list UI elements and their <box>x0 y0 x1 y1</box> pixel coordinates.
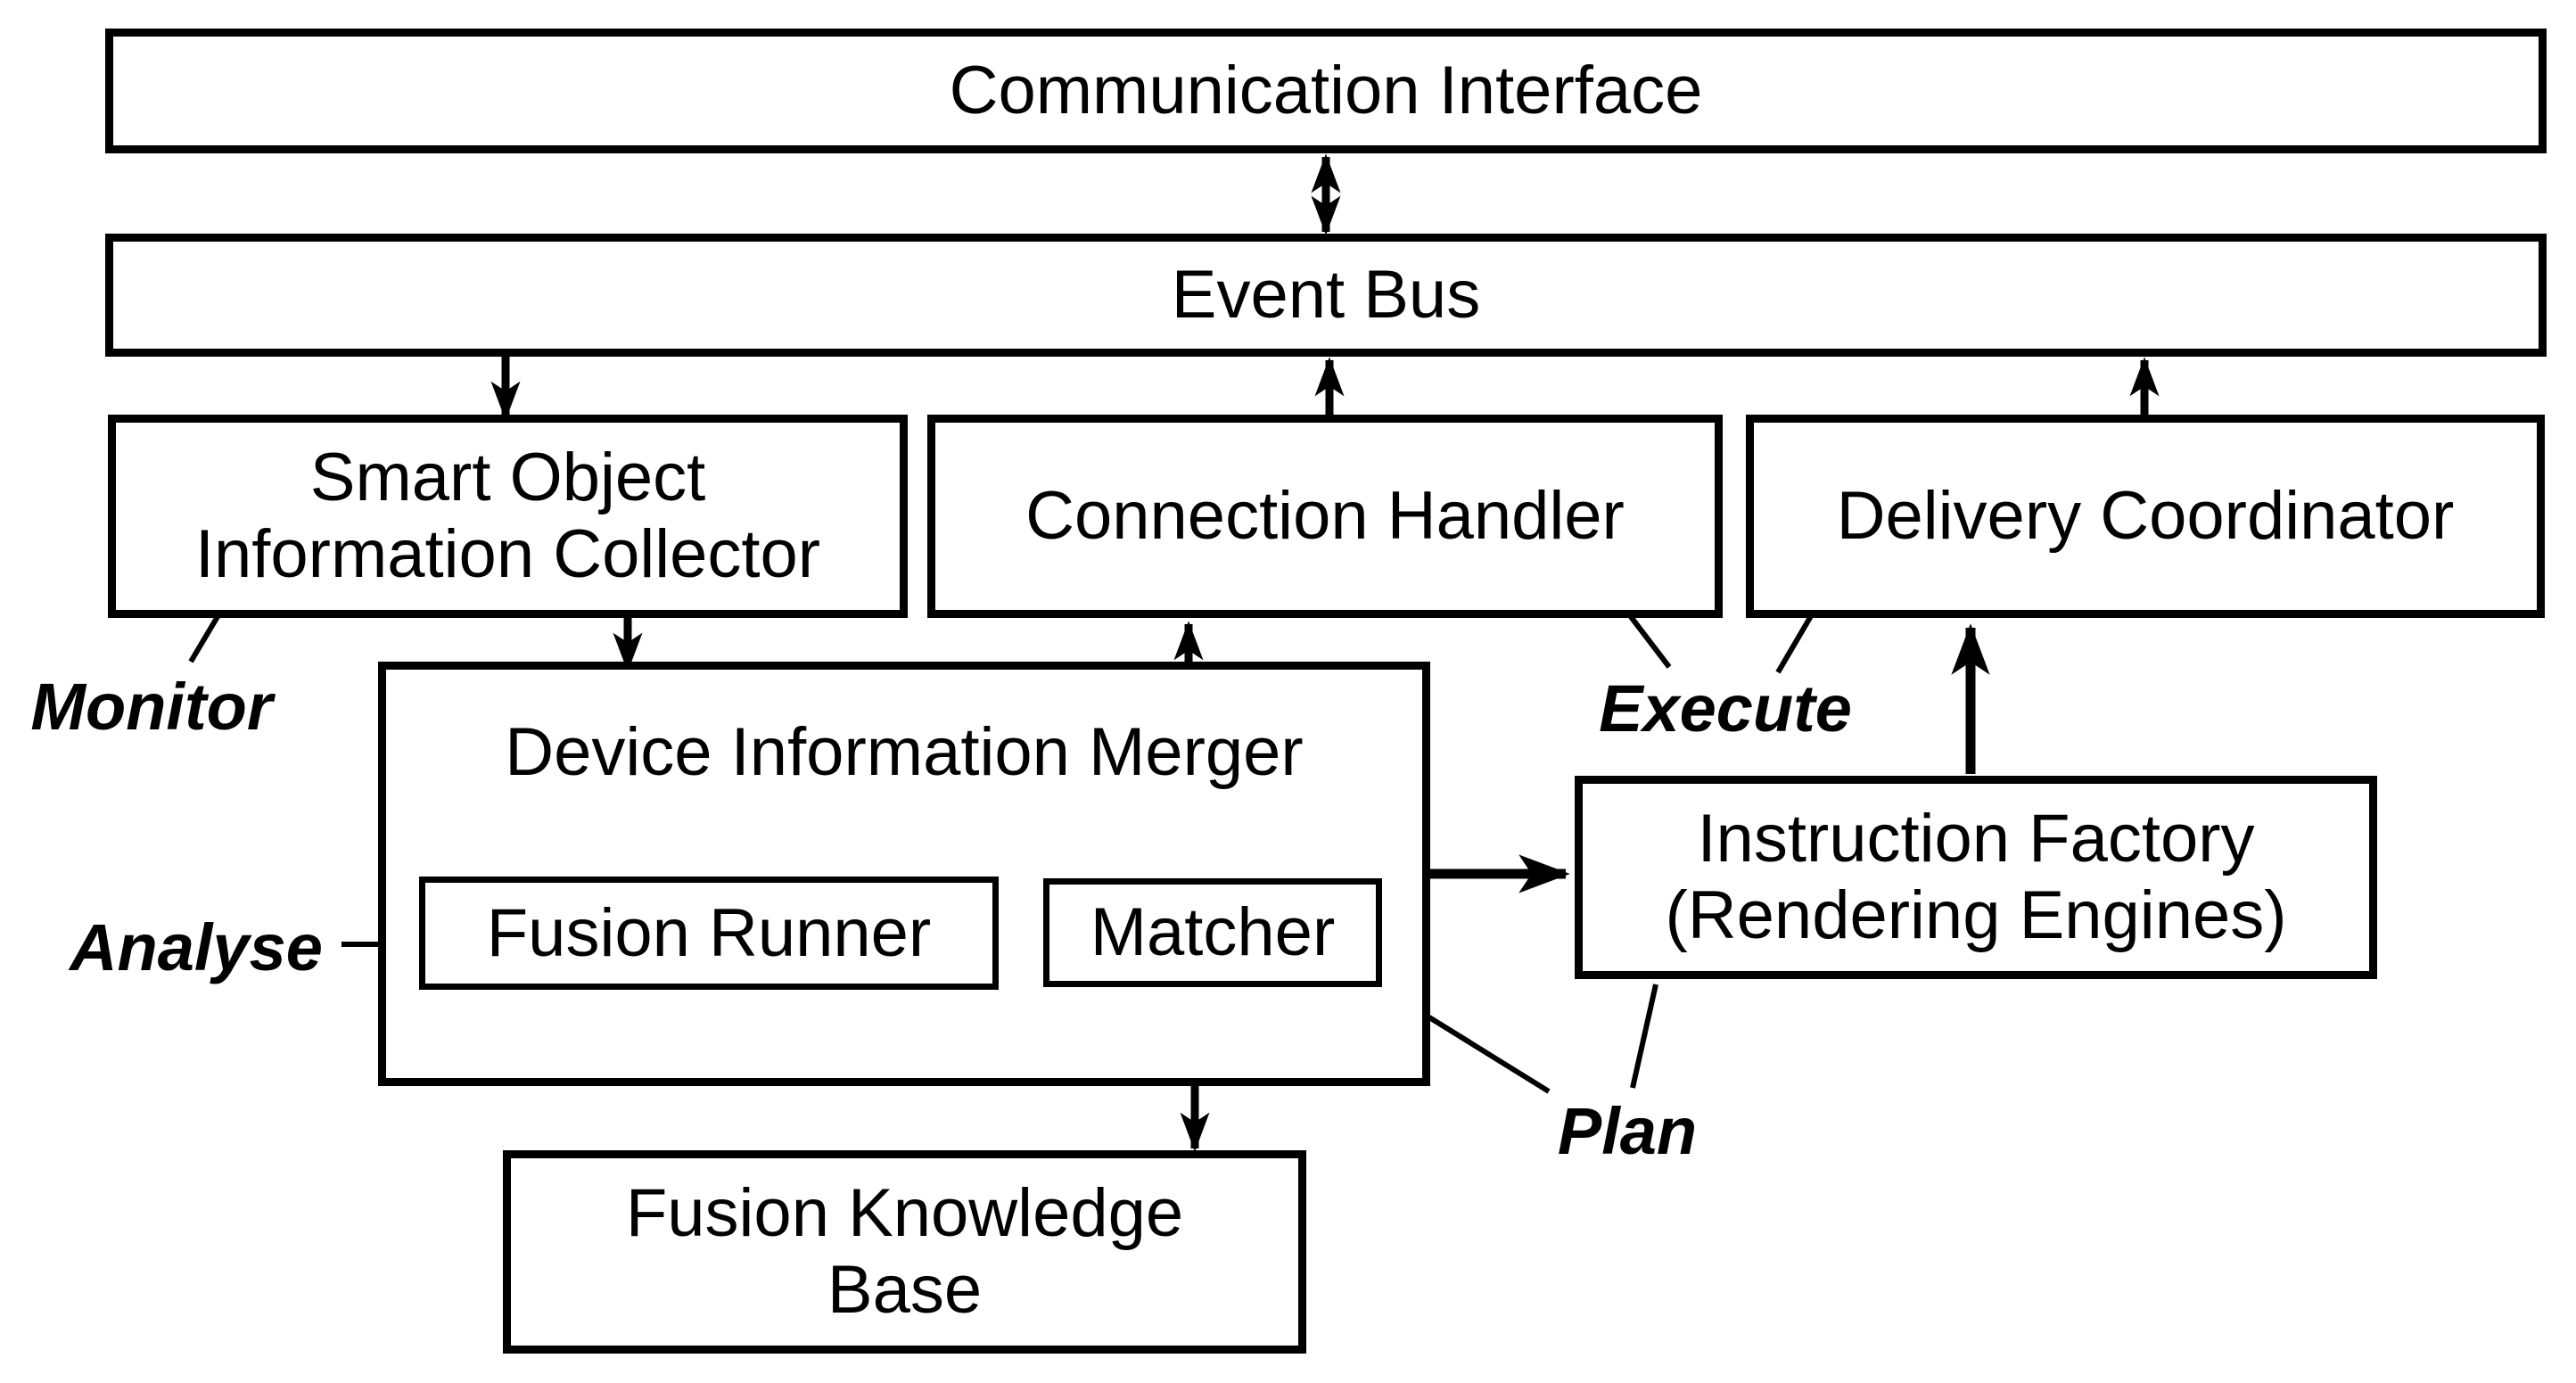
phase-label-execute: Execute <box>1599 671 1852 745</box>
node-label-line: Fusion Knowledge <box>625 1175 1184 1252</box>
node-smart-object-information-collector: Smart Object Information Collector <box>108 415 908 618</box>
node-label-line: Base <box>827 1252 983 1328</box>
node-label: Connection Handler <box>1025 478 1625 555</box>
node-fusion-knowledge-base: Fusion Knowledge Base <box>503 1150 1306 1354</box>
node-label: Matcher <box>1090 894 1336 971</box>
phase-label-analyse: Analyse <box>70 910 323 984</box>
node-label-line: Instruction Factory <box>1697 801 2255 877</box>
node-label: Delivery Coordinator <box>1836 478 2455 555</box>
node-label-line: (Rendering Engines) <box>1665 877 2287 953</box>
node-event-bus: Event Bus <box>105 234 2547 357</box>
node-instruction-factory: Instruction Factory (Rendering Engines) <box>1575 776 2377 979</box>
phase-label-monitor: Monitor <box>30 670 273 744</box>
node-delivery-coordinator: Delivery Coordinator <box>1746 415 2545 618</box>
node-label-line: Information Collector <box>194 516 821 592</box>
node-fusion-runner: Fusion Runner <box>419 877 999 990</box>
phase-label-plan: Plan <box>1557 1094 1698 1168</box>
node-label: Fusion Runner <box>486 894 932 971</box>
node-label-line: Smart Object <box>309 440 706 516</box>
node-communication-interface: Communication Interface <box>105 29 2547 153</box>
node-device-information-merger: Device Information Merger <box>378 662 1430 1086</box>
node-label: Device Information Merger <box>505 714 1304 790</box>
node-label: Communication Interface <box>949 53 1703 129</box>
node-matcher: Matcher <box>1043 878 1382 987</box>
pointer-line-plan-from-instruction-factory <box>1630 984 1658 1089</box>
node-label: Event Bus <box>1171 257 1481 333</box>
node-connection-handler: Connection Handler <box>927 415 1723 618</box>
